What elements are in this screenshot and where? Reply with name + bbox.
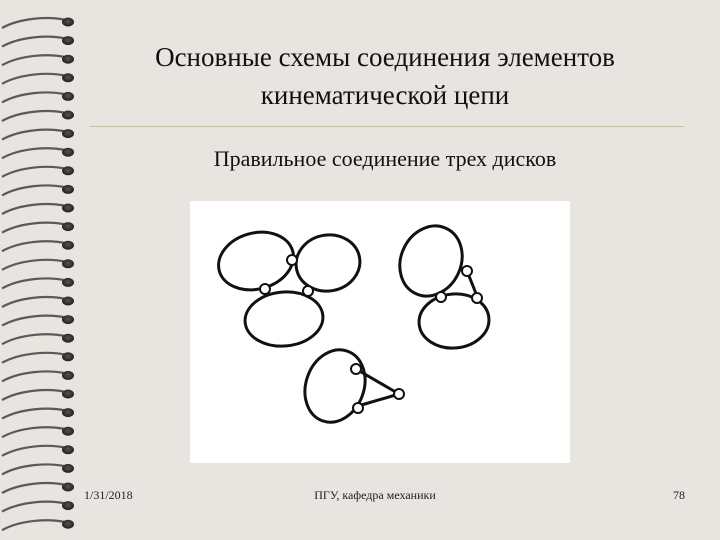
binding-ring bbox=[1, 16, 67, 29]
binding-ring bbox=[1, 202, 67, 215]
binding-hole bbox=[62, 519, 74, 529]
binding-hole bbox=[62, 408, 74, 418]
slide-title: Основные схемы соединения элементов кине… bbox=[80, 38, 690, 114]
joint bbox=[393, 388, 405, 400]
title-line-2: кинематической цепи bbox=[260, 80, 510, 110]
joint bbox=[350, 363, 362, 375]
binding-hole bbox=[62, 426, 74, 436]
joint bbox=[471, 292, 483, 304]
binding-ring bbox=[1, 444, 67, 457]
joint bbox=[435, 291, 447, 303]
slide-subtitle: Правильное соединение трех дисков bbox=[213, 146, 557, 171]
binding-hole bbox=[62, 129, 74, 139]
binding-ring bbox=[1, 91, 67, 104]
binding-ring bbox=[1, 500, 67, 513]
binding-ring bbox=[1, 351, 67, 364]
binding-ring bbox=[1, 72, 67, 85]
binding-ring bbox=[1, 463, 67, 476]
binding-ring bbox=[1, 128, 67, 141]
binding-hole bbox=[62, 389, 74, 399]
binding-ring bbox=[1, 295, 67, 308]
disk bbox=[398, 224, 464, 298]
link bbox=[357, 392, 400, 408]
binding-hole bbox=[62, 352, 74, 362]
disk bbox=[294, 233, 362, 293]
footer-department: ПГУ, кафедра механики bbox=[314, 488, 436, 502]
title-line-1: Основные схемы соединения элементов bbox=[155, 42, 615, 72]
disk bbox=[417, 292, 491, 350]
binding-ring bbox=[1, 277, 67, 290]
binding-hole bbox=[62, 54, 74, 64]
binding-ring bbox=[1, 519, 67, 532]
binding-hole bbox=[62, 36, 74, 46]
binding-ring bbox=[1, 426, 67, 439]
binding-hole bbox=[62, 17, 74, 27]
binding-hole bbox=[62, 147, 74, 157]
binding-hole bbox=[62, 501, 74, 511]
footer-date: 1/31/2018 bbox=[84, 488, 133, 502]
binding-hole bbox=[62, 370, 74, 380]
binding-ring bbox=[1, 333, 67, 346]
binding-ring bbox=[1, 147, 67, 160]
binding-ring bbox=[1, 165, 67, 178]
disk bbox=[243, 290, 325, 348]
spiral-binding bbox=[1, 16, 74, 532]
three-disks-diagram bbox=[190, 201, 570, 463]
binding-ring bbox=[1, 184, 67, 197]
link bbox=[355, 367, 400, 396]
binding-ring bbox=[1, 109, 67, 122]
binding-ring bbox=[1, 35, 67, 48]
binding-hole bbox=[62, 203, 74, 213]
binding-hole bbox=[62, 222, 74, 232]
binding-ring bbox=[1, 388, 67, 401]
binding-hole bbox=[62, 184, 74, 194]
binding-ring bbox=[1, 370, 67, 383]
binding-hole bbox=[62, 482, 74, 492]
joint bbox=[302, 285, 314, 297]
binding-hole bbox=[62, 73, 74, 83]
binding-hole bbox=[62, 166, 74, 176]
binding-ring bbox=[1, 481, 67, 494]
binding-hole bbox=[62, 91, 74, 101]
binding-hole bbox=[62, 110, 74, 120]
joint bbox=[259, 283, 271, 295]
binding-ring bbox=[1, 54, 67, 67]
binding-ring bbox=[1, 240, 67, 253]
binding-ring bbox=[1, 314, 67, 327]
binding-ring bbox=[1, 407, 67, 420]
binding-hole bbox=[62, 463, 74, 473]
binding-hole bbox=[62, 445, 74, 455]
joint bbox=[461, 265, 473, 277]
binding-ring bbox=[1, 258, 67, 271]
binding-hole bbox=[62, 333, 74, 343]
binding-hole bbox=[62, 259, 74, 269]
disk bbox=[303, 348, 367, 424]
binding-ring bbox=[1, 221, 67, 234]
binding-hole bbox=[62, 240, 74, 250]
footer-page-number: 78 bbox=[673, 488, 685, 502]
joint bbox=[352, 402, 364, 414]
binding-hole bbox=[62, 277, 74, 287]
joint bbox=[286, 254, 298, 266]
binding-hole bbox=[62, 315, 74, 325]
binding-hole bbox=[62, 296, 74, 306]
title-divider bbox=[90, 126, 684, 127]
